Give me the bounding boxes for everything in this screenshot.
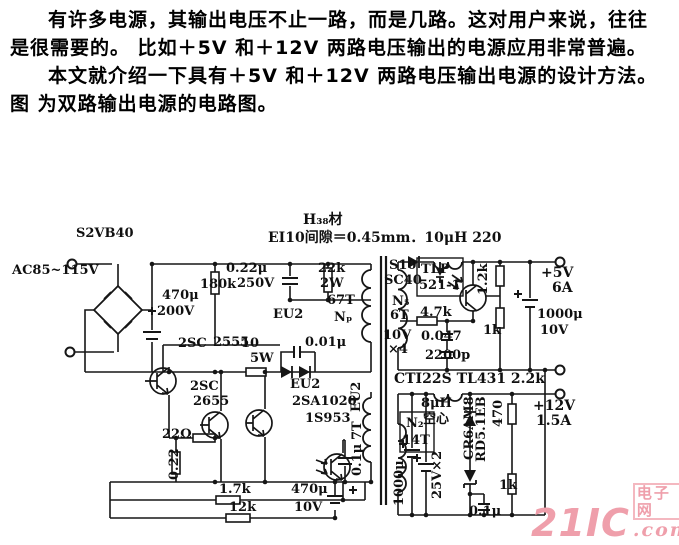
schematic-label: 12k xyxy=(229,500,257,515)
schematic-label: 180k xyxy=(200,277,237,292)
bridge-rectifier-icon xyxy=(92,284,144,336)
schematic-label: 470μ xyxy=(162,288,199,303)
optocoupler-icon xyxy=(459,284,487,312)
schematic-label: 1.2k xyxy=(476,263,491,295)
schematic-label: 67T xyxy=(327,293,355,308)
output-terminal-5v xyxy=(554,256,566,268)
winding-label-box xyxy=(399,411,435,453)
schematic-label: 0.22 xyxy=(167,448,182,480)
schematic-label: TLP xyxy=(421,262,450,277)
transformer-core xyxy=(379,256,388,505)
schematic-label: 0.22μ xyxy=(226,261,268,276)
schematic-label: 1.5A xyxy=(536,413,572,429)
schematic-label: 470 xyxy=(491,399,506,427)
schematic-label: 200V xyxy=(157,304,195,319)
ac-input-terminal-2 xyxy=(64,346,76,358)
diode-icons xyxy=(281,256,477,488)
schematic-label: 1k xyxy=(499,478,518,493)
schematic-label: 6T xyxy=(390,308,409,323)
schematic-label: 2555 xyxy=(213,335,250,350)
schematic-label: 0.1μ xyxy=(350,443,365,476)
schematic-label: 250V xyxy=(237,276,275,291)
schematic-label: S2VB40 xyxy=(76,226,134,241)
schematic-label: +12V xyxy=(533,398,576,414)
schematic-label: EU2 xyxy=(290,377,321,392)
schematic-label: S10 xyxy=(389,258,417,273)
schematic-label: EI10间隙＝0.45mm．10μH 220 xyxy=(268,230,502,246)
schematic-label: 2SC xyxy=(190,379,219,394)
optocoupler-box xyxy=(416,257,464,297)
21ic-watermark: 21IC 电子网 .com xyxy=(531,483,679,542)
transformer-icon xyxy=(361,256,463,505)
schematic-label: H₃₈材 xyxy=(303,212,343,228)
schematic-label: EU2 xyxy=(273,307,304,322)
watermark-sitename: 电子网 xyxy=(632,483,679,520)
schematic-label: CTI22S TL431 2.2k xyxy=(394,371,545,387)
schematic-label: 1k xyxy=(483,323,502,338)
schematic-label: 1000μ xyxy=(392,460,407,506)
schematic-label: 22Ω xyxy=(162,427,192,442)
schematic-label: 521-1 xyxy=(419,278,461,293)
output-terminal-12v xyxy=(554,388,566,400)
bridge-diode-ticks xyxy=(103,291,133,329)
paragraph-1: 有许多电源，其输出电压不止一路，而是几路。这对用户来说，往往是很需要的。 比如＋… xyxy=(10,9,649,59)
schematic-label: 10V xyxy=(540,323,569,338)
schematic-label: SC40 xyxy=(384,273,422,288)
schematic-label: 1.7k xyxy=(219,482,251,497)
schematic-label: RD5.1EB xyxy=(474,396,489,462)
schematic-label: 空心 xyxy=(423,412,450,427)
schematic-label: 2SC xyxy=(178,336,207,351)
output-terminal-0v xyxy=(554,364,566,376)
schematic-label: 2655 xyxy=(193,394,230,409)
schematic-label: 8μH xyxy=(421,396,452,411)
schematic-label: 2SA1020 xyxy=(292,394,357,409)
article-section: 有许多电源，其输出电压不止一路，而是几路。这对用户来说，往往是很需要的。 比如＋… xyxy=(10,6,666,118)
transistor-icons xyxy=(145,257,487,481)
schematic-label: 470μ xyxy=(291,482,328,497)
schematic-label: AC85~115V xyxy=(12,263,99,278)
schematic-label: 6A xyxy=(552,280,573,296)
schematic-label: 0.047 xyxy=(421,329,462,344)
schematic-label: 1S953 xyxy=(305,411,351,426)
schematic-label: 10V xyxy=(383,328,412,343)
schematic-label: 10V xyxy=(294,500,323,515)
schematic-label: Nₚ xyxy=(334,310,353,325)
schematic-label: 0.01μ xyxy=(305,335,347,350)
schematic-label: +5V xyxy=(541,265,574,281)
schematic-label: 25V×2 xyxy=(430,450,445,499)
schematic-label: 4.7k xyxy=(420,305,452,320)
schematic-label: 5W xyxy=(250,351,274,366)
schematic-label: 2W xyxy=(320,276,344,291)
schematic-label: ×4 xyxy=(388,342,408,357)
schematic-label: N₂ xyxy=(406,416,424,431)
schematic-label: 22k xyxy=(318,261,346,276)
schematic-label: EU2 xyxy=(349,381,364,412)
capacitor-icons xyxy=(143,277,538,511)
schematic-label: 0.1μ xyxy=(469,504,502,519)
watermark-domain: .com xyxy=(632,519,679,541)
schematic-label: 7T xyxy=(350,421,365,440)
paragraph-2: 本文就介绍一下具有＋5V 和＋12V 两路电压输出电源的设计方法。图 为双路输出… xyxy=(10,65,658,115)
schematic-label: 14T xyxy=(402,433,430,448)
schematic-label: N₅ xyxy=(392,294,410,309)
inductor-icons xyxy=(433,261,463,402)
ac-input-terminal-1 xyxy=(66,258,78,270)
schematic-label: 2200p xyxy=(425,348,471,363)
watermark-right-block: 电子网 .com xyxy=(632,483,679,541)
schematic-label: 1000μ xyxy=(537,307,583,322)
junction-dots xyxy=(149,259,548,521)
schematic-label: 10 xyxy=(241,336,260,351)
terminals xyxy=(64,256,566,400)
